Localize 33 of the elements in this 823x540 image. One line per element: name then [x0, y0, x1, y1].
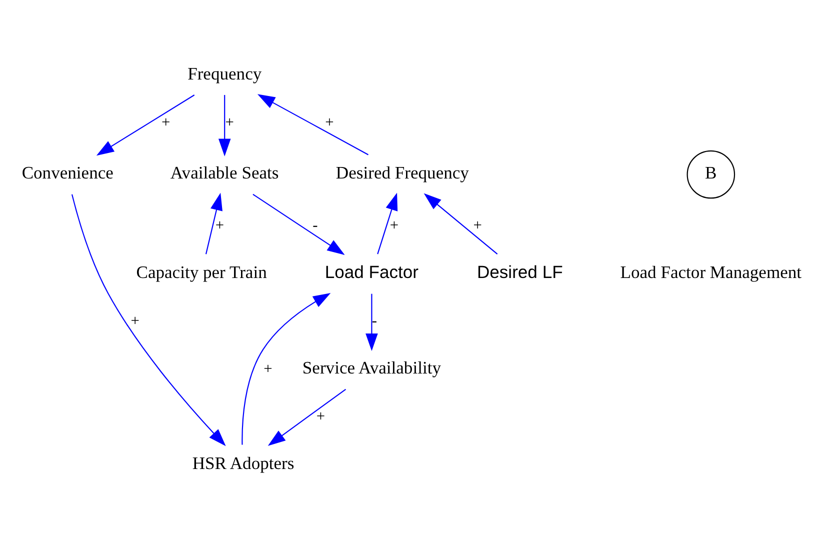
arrow: [242, 292, 331, 445]
edge-label: +: [225, 114, 234, 131]
edge-label: +: [162, 114, 170, 131]
arrow: [96, 94, 195, 156]
edge-label: +: [130, 312, 140, 330]
edge-label: +: [316, 408, 325, 426]
edge-label: +: [264, 360, 272, 378]
arrow: [268, 388, 346, 446]
edge-label: -: [372, 312, 378, 330]
arrow: [257, 94, 369, 156]
arrow: [218, 94, 231, 156]
arrow: [252, 194, 345, 255]
node-text: Frequency: [188, 63, 262, 84]
edge-label: +: [390, 217, 399, 234]
node-text: Desired Frequency: [336, 162, 469, 183]
node-text: Capacity per Train: [136, 262, 267, 282]
node-text: HSR Adopters: [192, 453, 294, 474]
arrow: [424, 193, 498, 254]
edge-label: +: [473, 217, 482, 234]
node-text: Available Seats: [170, 162, 279, 183]
label: Load Factor Management: [620, 262, 802, 282]
node-text: Desired LF: [476, 262, 563, 282]
arrow: [366, 294, 378, 352]
edge-label: +: [325, 114, 334, 131]
arrow: [205, 192, 222, 254]
edge-label: +: [215, 217, 224, 234]
node-text: Service Availability: [302, 358, 441, 378]
edge-label: -: [312, 217, 318, 234]
arrow: [71, 194, 226, 446]
label: B: [705, 162, 717, 183]
arrow: [377, 192, 398, 254]
node-text: Convenience: [22, 162, 114, 183]
node-text: Load Factor: [324, 262, 419, 282]
